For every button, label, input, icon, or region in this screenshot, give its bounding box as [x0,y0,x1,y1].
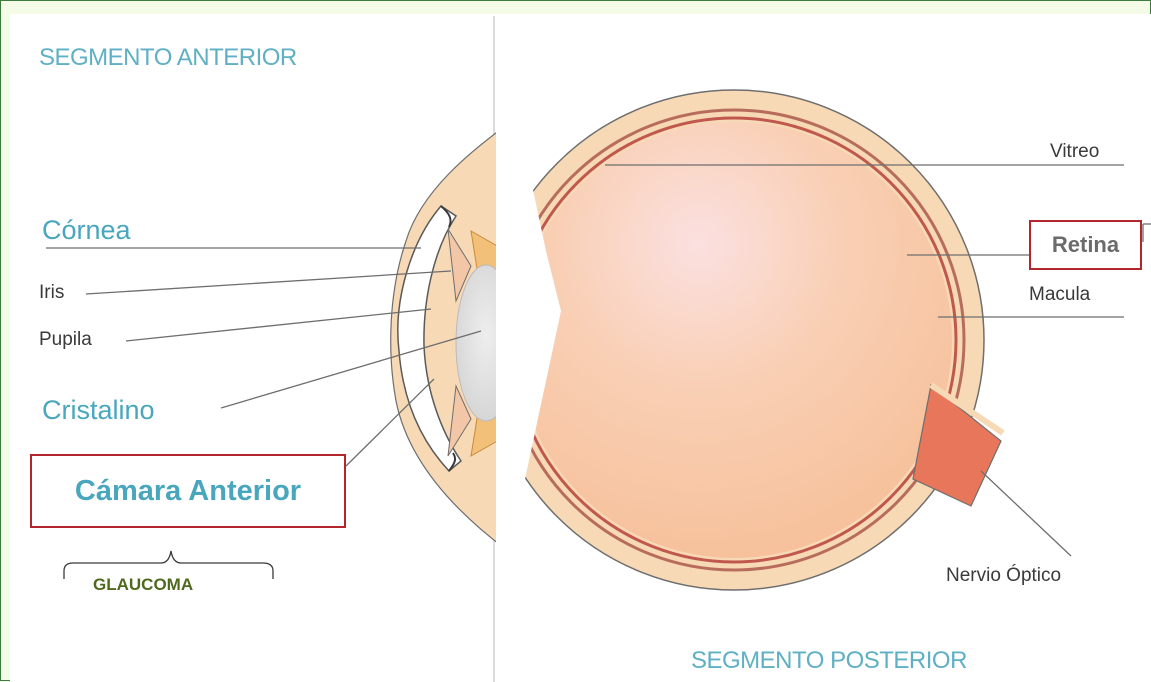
leader-nervio [981,471,1071,556]
leader-pupila [126,309,431,341]
glaucoma-label: GLAUCOMA [93,576,193,593]
nervio-optico-label: Nervio Óptico [946,566,1061,585]
vitreous-body [516,122,952,558]
retina-label: Retina [1052,232,1119,258]
retina-box: Retina [1029,220,1142,270]
cristalino-label: Cristalino [42,397,155,424]
segmento-anterior-heading: SEGMENTO ANTERIOR [39,46,297,70]
pupila-label: Pupila [39,330,92,349]
segmento-posterior-heading: SEGMENTO POSTERIOR [691,649,967,673]
camara-anterior-box: Cámara Anterior [30,454,346,528]
camara-anterior-label: Cámara Anterior [75,475,301,508]
vitreo-label: Vitreo [1050,142,1099,161]
cornea-label: Córnea [42,217,131,244]
macula-label: Macula [1029,285,1090,304]
iris-label: Iris [39,283,64,302]
